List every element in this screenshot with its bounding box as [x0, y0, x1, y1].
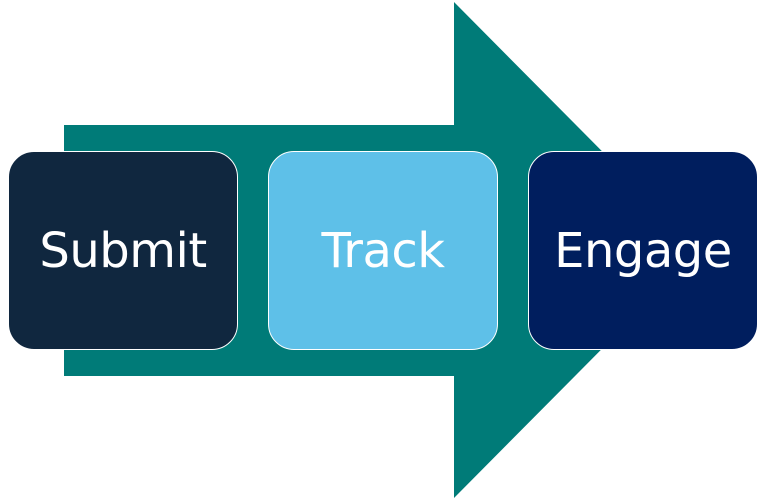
step-box-track: Track — [268, 151, 498, 350]
step-label: Track — [321, 222, 445, 279]
step-label: Engage — [554, 222, 732, 279]
step-box-submit: Submit — [8, 151, 238, 350]
step-box-engage: Engage — [528, 151, 758, 350]
step-label: Submit — [39, 222, 207, 279]
